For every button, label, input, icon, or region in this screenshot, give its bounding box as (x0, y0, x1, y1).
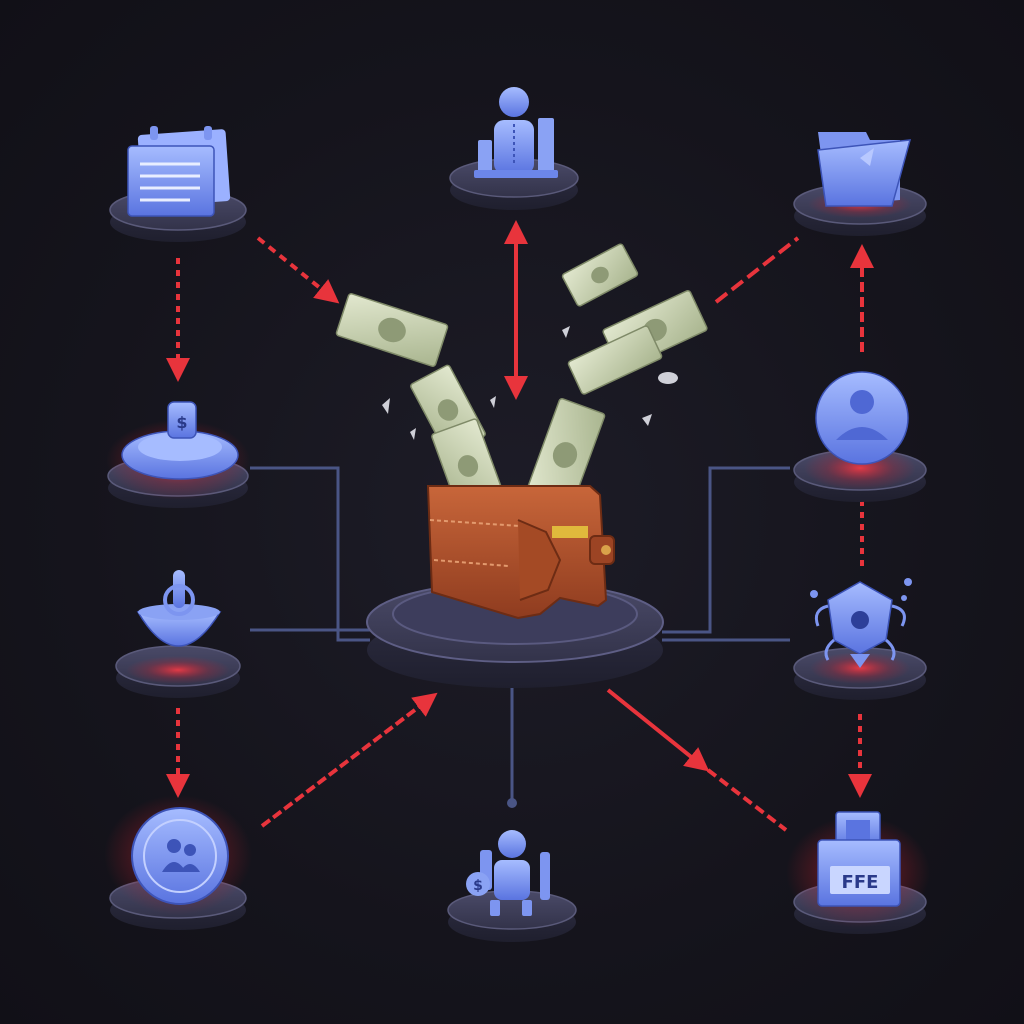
connector-lines (250, 466, 790, 800)
gem-device-icon (810, 578, 912, 668)
flying-bill (567, 325, 663, 395)
person-money-label: $ (473, 878, 483, 894)
node-person-money[interactable]: $ (447, 830, 577, 942)
arrow-center-to-fee (606, 688, 710, 772)
arrow-to-folder (714, 236, 800, 304)
arrow-fee-tail (706, 768, 788, 832)
flying-bill (335, 293, 449, 367)
node-person-with-chart[interactable] (449, 87, 579, 210)
red-arrows (166, 220, 874, 832)
node-gem-device[interactable] (793, 578, 927, 700)
arrow-calendar-to-center (256, 236, 340, 304)
node-badge-coin[interactable] (104, 795, 252, 930)
user-globe-icon (815, 371, 909, 465)
node-bowl[interactable] (115, 570, 241, 698)
node-user-globe[interactable] (793, 371, 927, 502)
person-chart-icon (474, 87, 558, 178)
badge-coin-icon (131, 807, 229, 905)
node-coin-dish[interactable]: $ (106, 401, 250, 508)
arrow-badge-to-center (260, 692, 438, 828)
coin-dish-icon: $ (121, 401, 239, 480)
node-fee-box[interactable]: FFE (786, 811, 930, 934)
wallet-body (426, 485, 608, 620)
node-folder[interactable] (793, 132, 927, 236)
open-folder-icon (817, 132, 912, 207)
flying-bill (561, 243, 639, 307)
person-money-icon: $ (466, 830, 550, 916)
connector-dot (507, 798, 517, 808)
wallet-with-cash-icon (335, 243, 708, 620)
fee-box-icon: FFE (817, 811, 901, 907)
node-calendar[interactable] (109, 126, 247, 242)
fee-box-label: FFE (842, 872, 879, 893)
connector-left-upper (250, 466, 370, 642)
calendar-icon (127, 126, 231, 217)
connector-right-upper (662, 466, 790, 634)
bowl-icon (136, 570, 222, 647)
coin-dish-label: $ (176, 413, 187, 432)
